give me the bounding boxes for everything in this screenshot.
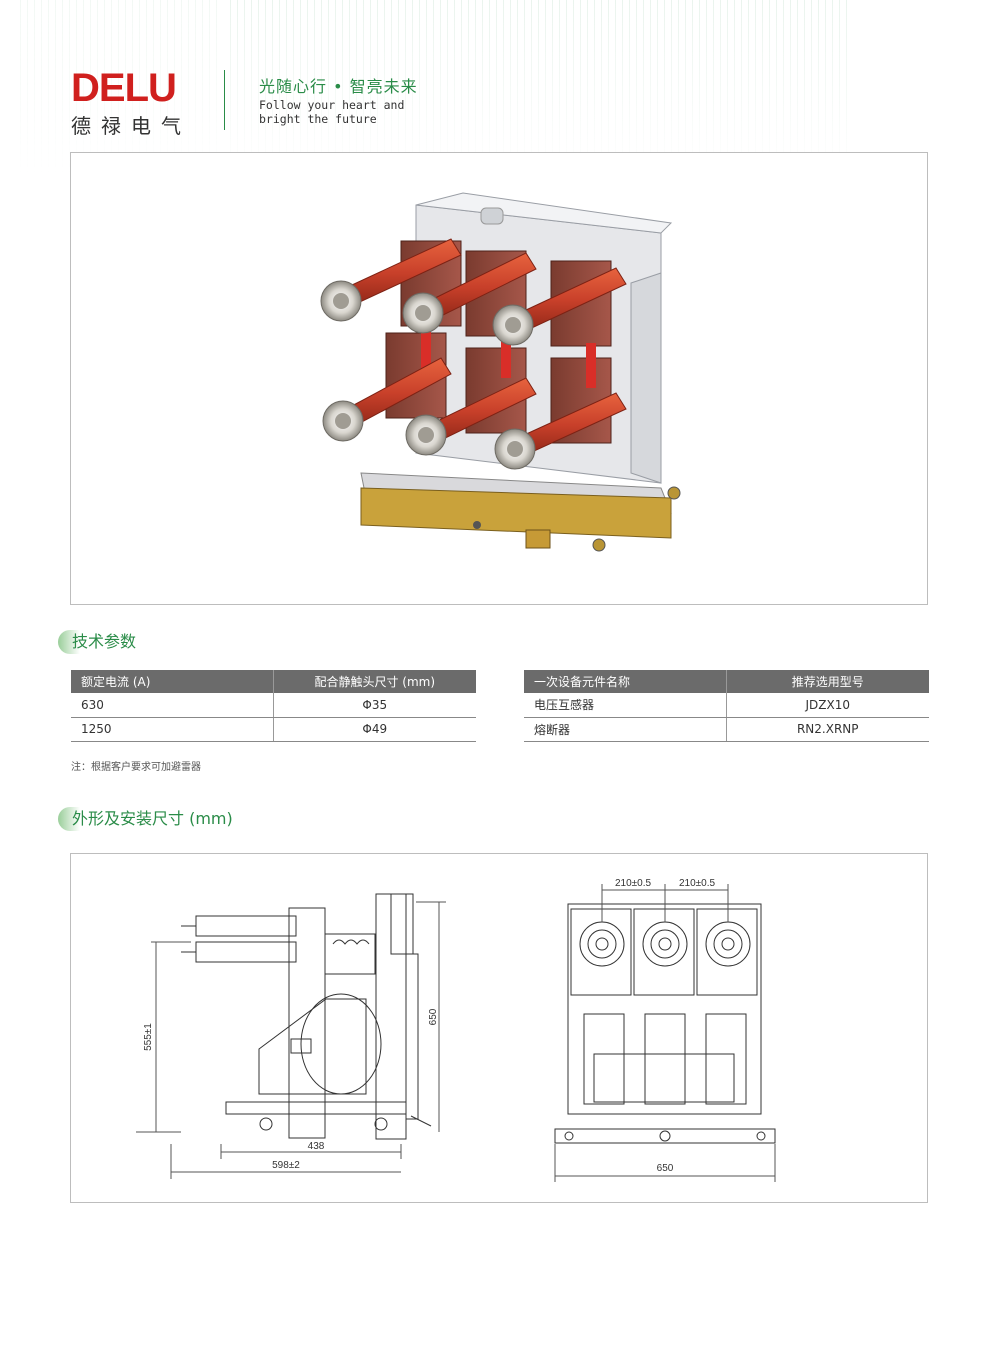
rated-current-table: 额定电流 (A) 配合静触头尺寸 (mm) 630 Φ35 1250 Φ49: [71, 670, 476, 742]
dimension-drawing-frame: 555±1 650 438 598±2 210±0.5 210±0.5 650: [70, 853, 928, 1203]
product-photo: [320, 192, 681, 552]
busbar: [421, 323, 431, 368]
busbar: [501, 333, 511, 378]
header-decor-left: [20, 0, 220, 175]
component-model-table: 一次设备元件名称 推荐选用型号 电压互感器 JDZX10 熔断器 RN2.XRN…: [524, 670, 929, 742]
table-header-row: 额定电流 (A) 配合静触头尺寸 (mm): [71, 670, 476, 693]
slogan-en: Follow your heart and bright the future: [259, 98, 404, 126]
table-cell: 熔断器: [524, 717, 726, 742]
dimension-drawing: 555±1 650 438 598±2 210±0.5 210±0.5 650: [136, 878, 776, 1182]
chassis-handle: [480, 207, 504, 225]
brand-logo: DELU 德禄电气: [71, 68, 191, 139]
dim-height: 555±1: [143, 1023, 154, 1051]
contact-arm-upper-2: [402, 252, 537, 334]
dim-total-height: 650: [428, 1008, 439, 1025]
slogan-en-line1: Follow your heart and: [259, 98, 405, 112]
table-row: 630 Φ35: [71, 693, 476, 718]
truck-lock: [525, 529, 551, 549]
side-view-dimensions: [136, 901, 446, 1179]
header-decor: [230, 0, 850, 175]
front-view-dimensions: [554, 884, 776, 1182]
front-view: [554, 903, 776, 1144]
dim-pitch-1: 210±0.5: [615, 878, 652, 889]
truck-bolt: [473, 521, 481, 529]
table-row: 1250 Φ49: [71, 717, 476, 742]
footnote: 注：根据客户要求可加避雷器: [71, 762, 201, 773]
dim-depth: 438: [308, 1141, 325, 1152]
contact-arm-lower-2: [405, 377, 537, 456]
truck-base: [360, 487, 672, 539]
dim-width-side: 598±2: [272, 1160, 300, 1171]
truck-wheel: [592, 538, 606, 552]
chassis-top: [415, 192, 673, 234]
section-title-tech-params: 技术参数: [58, 628, 136, 656]
table-cell: 630: [71, 693, 273, 718]
slogan-en-line2: bright the future: [259, 112, 377, 126]
contact-arm-lower-3: [494, 392, 627, 470]
brand-name-en: DELU: [71, 66, 177, 110]
dim-pitch-2: 210±0.5: [679, 878, 716, 889]
table-cell: 电压互感器: [524, 693, 726, 718]
brand-name-cn: 德禄电气: [71, 114, 191, 138]
table-cell: JDZX10: [725, 693, 929, 718]
truck-wheel: [667, 486, 681, 500]
contact-arm-upper-1: [320, 238, 462, 322]
slogan-cn: 光随心行 • 智亮未来: [259, 77, 418, 96]
table-cell: Φ49: [272, 717, 476, 742]
table-cell: Φ35: [272, 693, 476, 718]
table-cell: 1250: [71, 717, 273, 742]
table-header-row: 一次设备元件名称 推荐选用型号: [524, 670, 929, 693]
table-cell: RN2.XRNP: [725, 717, 929, 742]
table-row: 电压互感器 JDZX10: [524, 693, 929, 718]
header-divider: [224, 70, 225, 130]
product-photo-frame: [70, 152, 928, 605]
dim-width-front: 650: [657, 1163, 674, 1174]
table-header: 配合静触头尺寸 (mm): [272, 670, 476, 693]
contact-arm-upper-3: [492, 267, 627, 346]
section-title-dimensions: 外形及安装尺寸 (mm): [58, 805, 233, 833]
chassis-side: [630, 272, 662, 484]
table-header: 额定电流 (A): [71, 670, 273, 693]
busbar: [586, 343, 596, 388]
table-row: 熔断器 RN2.XRNP: [524, 717, 929, 742]
side-view: [181, 893, 432, 1140]
table-header: 推荐选用型号: [725, 670, 929, 693]
contact-arm-lower-1: [322, 357, 452, 442]
table-header: 一次设备元件名称: [524, 670, 726, 693]
